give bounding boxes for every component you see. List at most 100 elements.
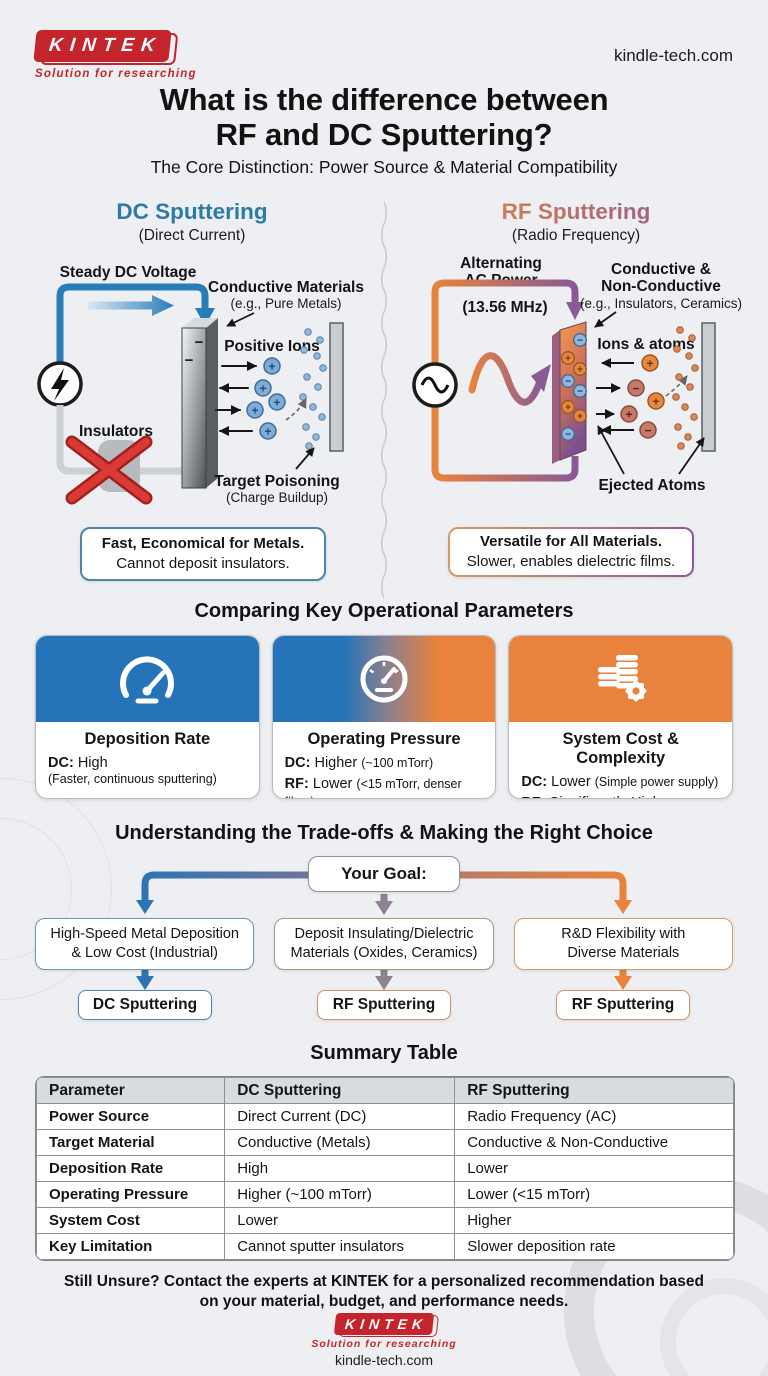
card-system-cost: System Cost & Complexity DC: Lower (Simp…: [508, 635, 734, 799]
lightning-icon: [51, 368, 69, 401]
card-deposition-rate: Deposition Rate DC: High (Faster, contin…: [35, 635, 260, 799]
branch-arrowhead-center: [375, 901, 393, 915]
ejected-pointer-arrow: [597, 425, 625, 475]
dc-target-plate: − −: [181, 318, 218, 489]
dc-circuit-top-wire: [56, 283, 209, 362]
svg-text:−: −: [577, 387, 583, 398]
rf-materials-label3: (e.g., Insulators, Ceramics): [580, 296, 742, 311]
materials-pointer-arrow: [226, 312, 255, 327]
card-row-rf: RF: Lower (<15 mTorr, denser films): [284, 776, 462, 798]
result-rf-sputtering: RF Sputtering: [317, 990, 451, 1020]
target-poisoning-label1: Target Poisoning: [214, 473, 339, 490]
tradeoffs-section-title: Understanding the Trade-offs & Making th…: [115, 822, 653, 844]
coins-gear-icon: [597, 655, 647, 702]
gear-icon: [625, 680, 647, 702]
svg-text:+: +: [565, 403, 571, 414]
table-row: Power Source Direct Current (DC) Radio F…: [36, 1103, 734, 1130]
card-title: System Cost & Complexity: [562, 730, 679, 767]
parameter-cards: Deposition Rate DC: High (Faster, contin…: [35, 635, 734, 799]
goal-box-insulating: Deposit Insulating/Dielectric Materials …: [274, 918, 494, 970]
table-row: Target Material Conductive (Metals) Cond…: [36, 1129, 734, 1156]
dc-sputtering-diagram: Steady DC Voltage Insulators − − Conduct…: [37, 264, 364, 505]
rf-verdict-text: Slower, enables dielectric films.: [466, 553, 676, 571]
summary-section-title: Summary Table: [310, 1042, 458, 1064]
sine-arrowhead: [531, 364, 551, 392]
table-header-row: Parameter DC Sputtering RF Sputtering: [36, 1077, 734, 1104]
footer-logo-tagline: Solution for researching: [311, 1338, 457, 1350]
ion-path-dashed-arrow: [285, 398, 307, 421]
result-arrowhead-right: [614, 976, 632, 990]
website-url: kindle-tech.com: [613, 46, 733, 65]
svg-text:+: +: [259, 382, 266, 396]
rf-section-subtitle: (Radio Frequency): [511, 227, 641, 244]
dc-verdict-text: Cannot deposit insulators.: [116, 555, 290, 573]
dc-section-title: DC Sputtering: [116, 199, 268, 224]
card-title: Operating Pressure: [307, 730, 461, 748]
svg-text:+: +: [565, 354, 571, 365]
rf-frequency-label: (13.56 MHz): [462, 299, 547, 316]
goal-branches: High-Speed Metal Deposition & Low Cost (…: [35, 918, 733, 970]
dc-section-subtitle: (Direct Current): [138, 227, 246, 244]
svg-text:−: −: [565, 377, 571, 388]
card-row-dc: DC: High: [48, 755, 108, 771]
result-arrowhead-center: [375, 976, 393, 990]
footer-brand: KINTEK Solution for researching kindle-t…: [0, 1313, 768, 1368]
ions-atoms-label: Ions & atoms: [597, 336, 694, 353]
svg-text:+: +: [646, 357, 653, 371]
svg-text:+: +: [577, 365, 583, 376]
ejected-pointer-arrow: [678, 437, 705, 475]
result-rf-sputtering: RF Sputtering: [556, 990, 690, 1020]
goal-box-industrial: High-Speed Metal Deposition & Low Cost (…: [35, 918, 255, 970]
page-title-line2: RF and DC Sputtering?: [215, 117, 553, 153]
dc-voltage-label: Steady DC Voltage: [60, 264, 197, 281]
deposited-atoms: [299, 328, 327, 450]
target-poisoning-label2: (Charge Buildup): [226, 490, 328, 505]
rf-circuit-bottom-wire: [431, 407, 579, 482]
rf-verdict-box: Versatile for All Materials. Slower, ena…: [448, 527, 694, 578]
kintek-logo-footer: KINTEK: [333, 1313, 435, 1335]
page-subtitle: The Core Distinction: Power Source & Mat…: [150, 157, 618, 177]
logo-tagline: Solution for researching: [35, 68, 197, 80]
your-goal-box: Your Goal:: [308, 856, 460, 892]
branch-arrowhead-right: [614, 900, 632, 914]
dc-verdict-bold: Fast, Economical for Metals.: [101, 535, 305, 552]
dc-verdict-box: Fast, Economical for Metals. Cannot depo…: [80, 527, 326, 582]
card-row-rf: RF: Significantly Higher: [521, 794, 720, 798]
result-arrowhead-left: [136, 976, 154, 990]
ejected-atom-dots: [672, 326, 699, 450]
wavy-divider: [381, 201, 387, 599]
result-dc-sputtering: DC Sputtering: [78, 990, 212, 1020]
dc-substrate: [329, 322, 344, 452]
dc-column-header: DC Sputtering (Direct Current): [0, 199, 384, 245]
positive-ions: + + + + +: [215, 357, 286, 440]
table-row: Key Limitation Cannot sputter insulators…: [36, 1233, 734, 1260]
gauge-icon: [360, 655, 408, 703]
rf-substrate: [701, 322, 716, 452]
current-flow-arrow: [88, 295, 174, 316]
rf-sine-wave: [468, 352, 545, 406]
ac-wave-icon: [420, 376, 450, 394]
svg-text:−: −: [644, 424, 651, 438]
table-row: Deposition Rate High Lower: [36, 1155, 734, 1182]
card-operating-pressure: Operating Pressure DC: Higher (~100 mTor…: [271, 635, 497, 799]
speedometer-icon: [120, 656, 175, 704]
card-header: [509, 636, 733, 722]
svg-text:+: +: [625, 408, 632, 422]
minus-charge: −: [185, 352, 194, 369]
col-header-dc: DC Sputtering: [224, 1077, 456, 1104]
kintek-logo: KINTEK Solution for researching: [33, 30, 197, 80]
goal-box-rd: R&D Flexibility with Diverse Materials: [513, 918, 733, 970]
insulators-label: Insulators: [79, 423, 153, 440]
rf-circuit-arrowhead: [566, 302, 584, 320]
table-row: Operating Pressure Higher (~100 mTorr) L…: [36, 1181, 734, 1208]
rf-materials-label2: Non-Conductive: [601, 278, 721, 295]
rf-power-label1: Alternating: [460, 255, 542, 272]
svg-text:−: −: [565, 430, 571, 441]
ion-path-dashed-arrow: [665, 375, 688, 397]
page-title: What is the difference between RF and DC…: [0, 82, 768, 152]
branch-arrowhead-left: [136, 900, 154, 914]
svg-text:+: +: [652, 395, 659, 409]
svg-text:+: +: [251, 404, 258, 418]
red-x-icon: [65, 435, 153, 505]
